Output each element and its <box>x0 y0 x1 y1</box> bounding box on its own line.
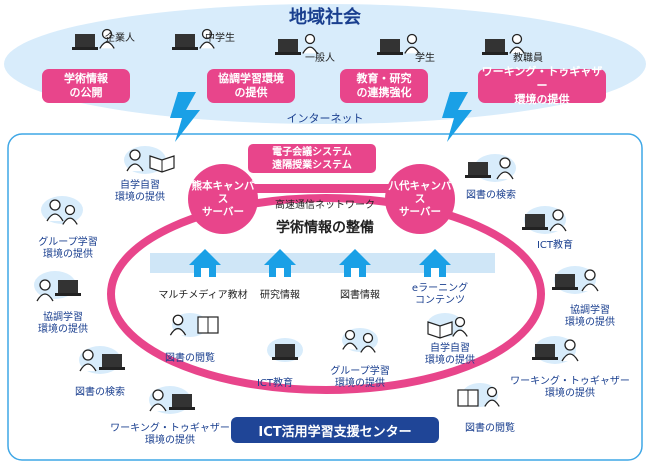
laptop-icon <box>55 280 81 296</box>
member-label: 企業人 <box>105 33 135 44</box>
person-icon <box>99 28 115 49</box>
left-label: 協調学習 環境の提供 <box>38 312 88 335</box>
internet-label: インターネット <box>286 112 364 125</box>
service-box: 協調学習環境 の提供 <box>207 69 295 103</box>
person-icon <box>496 157 514 180</box>
server-link <box>242 184 412 193</box>
person-icon <box>561 339 579 362</box>
laptop-icon <box>465 162 491 178</box>
right-label: ICT教育 <box>536 240 574 251</box>
laptop-icon <box>72 34 98 50</box>
member-label: 教職員 <box>513 53 543 64</box>
books-box-icon <box>457 389 479 407</box>
member-label: 一般人 <box>305 53 335 64</box>
laptop-icon <box>169 394 195 410</box>
person-icon <box>342 329 358 350</box>
left-label: ワーキング・トゥギャザー 環境の提供 <box>110 423 230 446</box>
person-icon <box>36 279 54 302</box>
laptop-icon <box>172 34 198 50</box>
server-left: 熊本キャンパス サーバー <box>188 164 258 234</box>
book-icon <box>149 155 175 173</box>
person-icon <box>404 33 420 54</box>
house-icon <box>264 249 296 277</box>
laptop-icon <box>532 344 558 360</box>
laptop-icon <box>552 274 578 290</box>
person-icon <box>484 386 500 407</box>
laptop-icon <box>377 39 403 55</box>
person-icon <box>62 204 78 225</box>
person-icon <box>79 349 97 372</box>
person-icon <box>149 389 167 412</box>
laptop-icon <box>99 354 125 370</box>
network-ring <box>107 194 545 394</box>
house-label: マルチメディア教材 <box>158 290 248 301</box>
house-band <box>150 253 495 273</box>
house-label: 図書情報 <box>340 290 380 301</box>
inner-label: ICT教育 <box>256 378 294 389</box>
person-icon <box>199 28 215 49</box>
person-icon <box>169 314 187 336</box>
house-icon <box>189 249 221 277</box>
person-icon <box>581 269 599 292</box>
lightning-left-icon <box>170 92 200 142</box>
person-icon <box>452 316 468 337</box>
network-label: 高速通信ネットワーク <box>275 200 375 211</box>
house-label: eラーニング コンテンツ <box>411 283 469 306</box>
server-right: 八代キャンパス サーバー <box>385 164 455 234</box>
laptop-icon <box>482 39 508 55</box>
conference-box: 電子会議システム 遠隔授業システム <box>248 144 376 173</box>
house-icon <box>339 249 371 277</box>
service-box: 学術情報 の公開 <box>42 69 130 103</box>
center-banner: ICT活用学習支援センター <box>231 417 439 443</box>
laptop-icon <box>522 214 548 230</box>
center-frame <box>7 133 643 461</box>
service-box: 教育・研究 の連携強化 <box>340 69 428 103</box>
house-label: 研究情報 <box>260 290 300 301</box>
book-icon <box>427 321 453 339</box>
person-icon <box>46 199 64 222</box>
inner-label: グループ学習 環境の提供 <box>330 366 390 389</box>
left-label: 図書の検索 <box>75 387 125 398</box>
right-label: 図書の閲覧 <box>465 423 515 434</box>
right-label: 図書の検索 <box>466 190 516 201</box>
person-icon <box>509 33 525 54</box>
house-icon <box>419 249 451 277</box>
person-icon <box>302 33 318 54</box>
person-icon <box>126 149 144 172</box>
person-icon <box>549 209 567 232</box>
person-icon <box>360 332 376 353</box>
laptop-icon <box>275 39 301 55</box>
inner-label: 自学自習 環境の提供 <box>425 343 475 366</box>
right-label: 協調学習 環境の提供 <box>565 305 615 328</box>
books-box-icon <box>197 316 219 334</box>
right-label: ワーキング・トゥギャザー 環境の提供 <box>510 376 630 399</box>
lightning-right-icon <box>442 92 472 142</box>
member-label: 学生 <box>415 53 435 64</box>
service-box: ワーキング・トゥギャザー 環境の提供 <box>478 65 606 106</box>
left-label: グループ学習 環境の提供 <box>38 237 98 260</box>
inner-label: 図書の閲覧 <box>165 353 215 364</box>
ring-title: 学術情報の整備 <box>276 220 374 236</box>
left-label: 自学自習 環境の提供 <box>115 180 165 203</box>
laptop-icon <box>272 344 298 360</box>
member-label: 中学生 <box>205 33 235 44</box>
region-title: 地域社会 <box>289 7 361 28</box>
